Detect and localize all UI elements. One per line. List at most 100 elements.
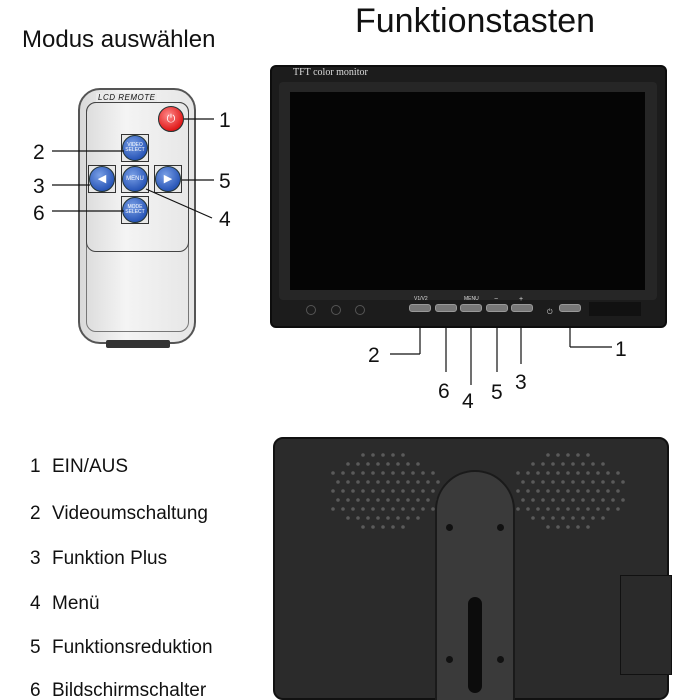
grille-hole: [516, 489, 520, 493]
grille-hole: [521, 480, 525, 484]
grille-hole: [606, 489, 610, 493]
grille-hole: [561, 498, 565, 502]
menu-key-label: MENU: [126, 176, 144, 182]
grille-hole: [616, 489, 620, 493]
grille-hole: [601, 498, 605, 502]
legend-text: Menü: [52, 593, 100, 614]
grille-hole: [531, 462, 535, 466]
grille-hole: [611, 498, 615, 502]
grille-hole: [596, 507, 600, 511]
monitor-minus-button[interactable]: [486, 304, 508, 312]
video-select-key[interactable]: VIDEO SELECT: [122, 135, 148, 161]
grille-hole: [386, 462, 390, 466]
grille-hole: [331, 471, 335, 475]
monitor-screen-switch-button[interactable]: [435, 304, 457, 312]
power-key[interactable]: ⏻: [158, 106, 184, 132]
remote-callout-2: 2: [33, 141, 45, 164]
grille-hole: [406, 498, 410, 502]
grille-hole: [391, 489, 395, 493]
right-key[interactable]: ▶: [155, 166, 181, 192]
grille-hole: [516, 471, 520, 475]
grille-hole: [416, 480, 420, 484]
grille-hole: [361, 489, 365, 493]
grille-hole: [406, 516, 410, 520]
monitor-plus-button[interactable]: [511, 304, 533, 312]
grille-hole: [391, 453, 395, 457]
grille-hole: [621, 498, 625, 502]
grille-hole: [541, 462, 545, 466]
grille-hole: [571, 498, 575, 502]
grille-hole: [361, 471, 365, 475]
grille-hole: [406, 462, 410, 466]
power-icon: ⏻: [166, 112, 176, 125]
monitor-callout-5: 5: [491, 381, 503, 404]
grille-hole: [371, 525, 375, 529]
grille-hole: [371, 471, 375, 475]
grille-hole: [391, 525, 395, 529]
grille-hole: [526, 489, 530, 493]
grille-hole: [591, 480, 595, 484]
monitor-power-button[interactable]: [559, 304, 581, 312]
grille-hole: [606, 507, 610, 511]
grille-hole: [541, 498, 545, 502]
grille-hole: [566, 525, 570, 529]
grille-hole: [556, 471, 560, 475]
grille-hole: [331, 507, 335, 511]
screw: [497, 524, 504, 531]
grille-hole: [576, 471, 580, 475]
grille-hole: [361, 507, 365, 511]
grille-hole: [396, 462, 400, 466]
mode-select-key[interactable]: MODE SELECT: [122, 197, 148, 223]
legend-number: 5: [30, 637, 41, 658]
grille-hole: [556, 507, 560, 511]
grille-hole: [536, 471, 540, 475]
grille-hole: [556, 489, 560, 493]
grille-hole: [566, 471, 570, 475]
grille-hole: [381, 471, 385, 475]
grille-hole: [371, 489, 375, 493]
grille-hole: [371, 507, 375, 511]
grille-hole: [346, 498, 350, 502]
grille-hole: [576, 489, 580, 493]
grille-hole: [396, 516, 400, 520]
grille-hole: [566, 453, 570, 457]
right-arrow-icon: ▶: [163, 172, 173, 185]
grille-hole: [416, 516, 420, 520]
grille-hole: [381, 489, 385, 493]
grille-hole: [386, 480, 390, 484]
monitor-video-switch-button[interactable]: [409, 304, 431, 312]
grille-hole: [341, 489, 345, 493]
remote-title: Modus auswählen: [22, 26, 216, 53]
grille-hole: [416, 462, 420, 466]
remote-key-panel: [86, 102, 189, 252]
grille-hole: [396, 498, 400, 502]
grille-hole: [586, 489, 590, 493]
remote-callout-4: 4: [219, 208, 231, 231]
grille-hole: [356, 462, 360, 466]
grille-hole: [611, 480, 615, 484]
side-panel: [620, 575, 672, 675]
grille-hole: [526, 507, 530, 511]
grille-hole: [551, 480, 555, 484]
grille-hole: [381, 507, 385, 511]
monitor-menu-button[interactable]: [460, 304, 482, 312]
grille-hole: [401, 507, 405, 511]
remote-base: [106, 340, 170, 348]
screw: [446, 524, 453, 531]
grille-hole: [531, 516, 535, 520]
grille-hole: [576, 507, 580, 511]
grille-hole: [401, 453, 405, 457]
grille-hole: [421, 507, 425, 511]
grille-hole: [376, 498, 380, 502]
left-key[interactable]: ◀: [89, 166, 115, 192]
monitor-callout-2: 2: [368, 344, 380, 367]
grille-hole: [436, 480, 440, 484]
grille-hole: [601, 480, 605, 484]
grille-hole: [366, 516, 370, 520]
speaker-grilles: [331, 453, 625, 529]
menu-key[interactable]: MENU: [122, 166, 148, 192]
grille-hole: [601, 516, 605, 520]
